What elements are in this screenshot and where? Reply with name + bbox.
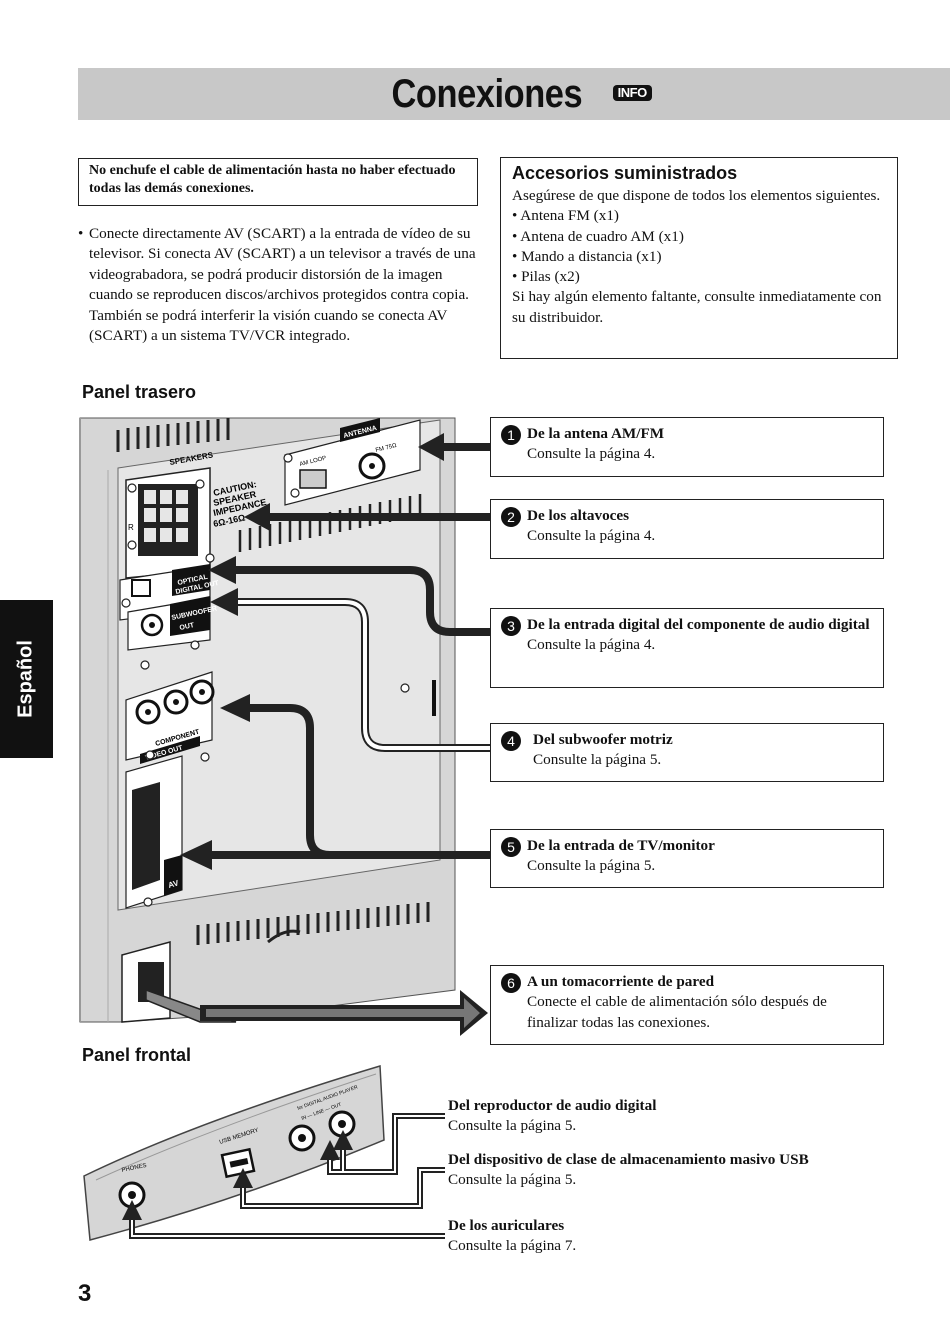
callout-title: De la antena AM/FM bbox=[527, 425, 665, 442]
av-label: AV bbox=[167, 878, 180, 890]
front-label-headphones: De los auriculares Consulte la página 7. bbox=[448, 1216, 888, 1257]
callout-wall-outlet: 6 A un tomacorriente de pared Conecte el… bbox=[490, 965, 884, 1045]
front-label-title: Del reproductor de audio digital bbox=[448, 1097, 657, 1114]
arrow-icon bbox=[320, 1140, 340, 1160]
power-arrow bbox=[200, 990, 488, 1036]
front-label-page-ref: Consulte la página 5. bbox=[448, 1117, 577, 1135]
info-badge: INFO bbox=[612, 85, 652, 102]
vent-slots-top bbox=[116, 418, 230, 452]
arrow-icon bbox=[210, 588, 238, 616]
accessories-title: Accesorios suministrados bbox=[512, 163, 738, 183]
number-badge: 1 bbox=[501, 425, 521, 445]
callout-digital-input: 3 De la entrada digital del componente d… bbox=[490, 608, 884, 688]
warning-box: No enchufe el cable de alimentación hast… bbox=[78, 158, 478, 206]
callout-page-ref: Consulte la página 4. bbox=[527, 527, 656, 545]
callout-title: De la entrada de TV/monitor bbox=[527, 837, 715, 854]
rear-connection-lines-inner bbox=[232, 600, 490, 750]
scart-note: • Conecte directamente AV (SCART) a la e… bbox=[78, 224, 478, 346]
scart-note-text: Conecte directamente AV (SCART) a la ent… bbox=[89, 225, 476, 345]
page-title-bar: Conexiones INFO bbox=[78, 68, 950, 120]
callout-subwoofer: 4 Del subwoofer motriz Consulte la págin… bbox=[490, 723, 884, 782]
rear-panel-device: SPEAKERS CAUTION: SPEAKER IMPEDANCE 6Ω-1… bbox=[79, 417, 456, 1023]
callout-page-ref: Consulte la página 5. bbox=[533, 751, 662, 769]
number-badge: 2 bbox=[501, 507, 521, 527]
front-arrowheads bbox=[122, 1130, 353, 1220]
front-label-page-ref: Consulte la página 5. bbox=[448, 1171, 577, 1189]
arrow-icon bbox=[220, 694, 250, 722]
arrow-icon bbox=[244, 503, 270, 531]
arrow-icon bbox=[233, 1168, 253, 1188]
page-title: Conexiones INFO bbox=[78, 72, 950, 117]
callout-page-ref: Conecte el cable de alimentación sólo de… bbox=[527, 993, 827, 1031]
callout-title: De la entrada digital del componente de … bbox=[527, 616, 870, 633]
arrow-icon bbox=[418, 433, 444, 461]
front-label-page-ref: Consulte la página 7. bbox=[448, 1237, 577, 1255]
fm-label: FM 75Ω bbox=[375, 443, 398, 454]
am-terminal-icon bbox=[299, 469, 327, 489]
callout-speakers: 2 De los altavoces Consulte la página 4. bbox=[490, 499, 884, 559]
callout-page-ref: Consulte la página 4. bbox=[527, 445, 656, 463]
arrow-icon bbox=[180, 840, 212, 870]
accessories-intro: Asegúrese de que dispone de todos los el… bbox=[512, 187, 881, 204]
subwoofer-out-label: OUT bbox=[179, 622, 196, 632]
rear-arrowheads bbox=[180, 433, 444, 870]
number-badge: 5 bbox=[501, 837, 521, 857]
rear-panel-heading: Panel trasero bbox=[82, 382, 197, 402]
screw-icons bbox=[121, 453, 410, 907]
arrow-icon bbox=[122, 1200, 142, 1220]
accessories-outro: Si hay algún elemento faltante, consulte… bbox=[512, 288, 882, 326]
number-badge: 6 bbox=[501, 973, 521, 993]
callout-title: De los altavoces bbox=[527, 507, 630, 524]
front-label-title: Del dispositivo de clase de almacenamien… bbox=[448, 1151, 809, 1168]
accessories-box: Accesorios suministrados Asegúrese de qu… bbox=[500, 157, 898, 359]
callout-tv-monitor: 5 De la entrada de TV/monitor Consulte l… bbox=[490, 829, 884, 888]
front-label-usb: Del dispositivo de clase de almacenamien… bbox=[448, 1150, 888, 1191]
accessory-item: • Antena FM (x1) bbox=[512, 207, 619, 225]
page-number: 3 bbox=[78, 1280, 92, 1307]
scart-connector-icon bbox=[132, 782, 160, 890]
accessory-item: • Pilas (x2) bbox=[512, 268, 580, 286]
language-tab: Español bbox=[0, 600, 53, 758]
callout-title: Del subwoofer motriz bbox=[533, 731, 673, 748]
accessory-item: • Mando a distancia (x1) bbox=[512, 247, 662, 265]
callout-page-ref: Consulte la página 5. bbox=[527, 857, 656, 875]
bullet-icon: • bbox=[78, 225, 84, 242]
accessory-item: • Antena de cuadro AM (x1) bbox=[512, 227, 684, 245]
front-panel-device: PHONES USB MEMORY for DIGITAL AUDIO PLAY… bbox=[83, 1065, 385, 1241]
language-tab-label: Español bbox=[14, 640, 37, 718]
callout-title: A un tomacorriente de pared bbox=[527, 973, 715, 990]
number-badge: 4 bbox=[501, 731, 521, 751]
callout-antenna: 1 De la antena AM/FM Consulte la página … bbox=[490, 417, 884, 477]
phones-label: PHONES bbox=[121, 1163, 147, 1174]
page-title-text: Conexiones bbox=[391, 72, 583, 116]
front-panel-heading: Panel frontal bbox=[82, 1045, 192, 1065]
front-label-digital-player: Del reproductor de audio digital Consult… bbox=[448, 1096, 888, 1137]
vent-slots-bottom bbox=[196, 902, 430, 945]
arrow-icon bbox=[208, 556, 236, 584]
optical-jack-icon bbox=[131, 579, 151, 597]
front-label-title: De los auriculares bbox=[448, 1217, 565, 1234]
right-label: R bbox=[128, 523, 134, 532]
number-badge: 3 bbox=[501, 616, 521, 636]
arrow-icon bbox=[333, 1130, 353, 1150]
callout-page-ref: Consulte la página 4. bbox=[527, 636, 656, 654]
